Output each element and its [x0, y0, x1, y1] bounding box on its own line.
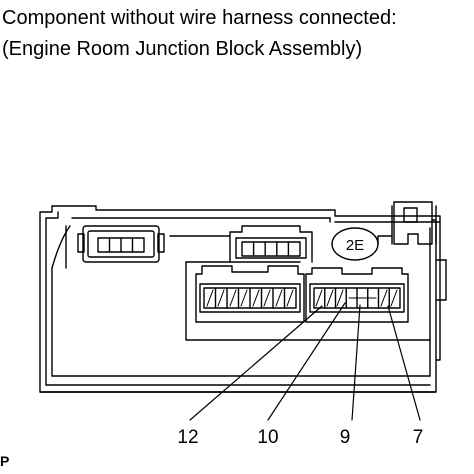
pin-label-7: 7: [413, 427, 424, 448]
connector-2E: [305, 267, 409, 323]
caption-line-1: Component without wire harness connected…: [2, 7, 397, 29]
pin-label-10: 10: [257, 427, 278, 448]
connector-top-left: [77, 225, 165, 263]
corner-mark: P: [0, 453, 10, 469]
connector-top-middle: [229, 225, 313, 263]
pin-label-12: 12: [177, 427, 198, 448]
housing-outline: [39, 205, 447, 393]
caption-line-2: (Engine Room Junction Block Assembly): [2, 38, 363, 60]
leader-line-10: [267, 302, 346, 421]
leader-lines: [189, 302, 421, 421]
pin-label-9: 9: [340, 427, 351, 448]
leader-line-12: [189, 305, 323, 421]
leader-line-7: [387, 305, 421, 421]
relay-top-right: [377, 201, 437, 245]
leader-line-9: [351, 304, 361, 421]
connector-large: [195, 265, 305, 323]
connector-tag-label: 2E: [346, 237, 364, 254]
